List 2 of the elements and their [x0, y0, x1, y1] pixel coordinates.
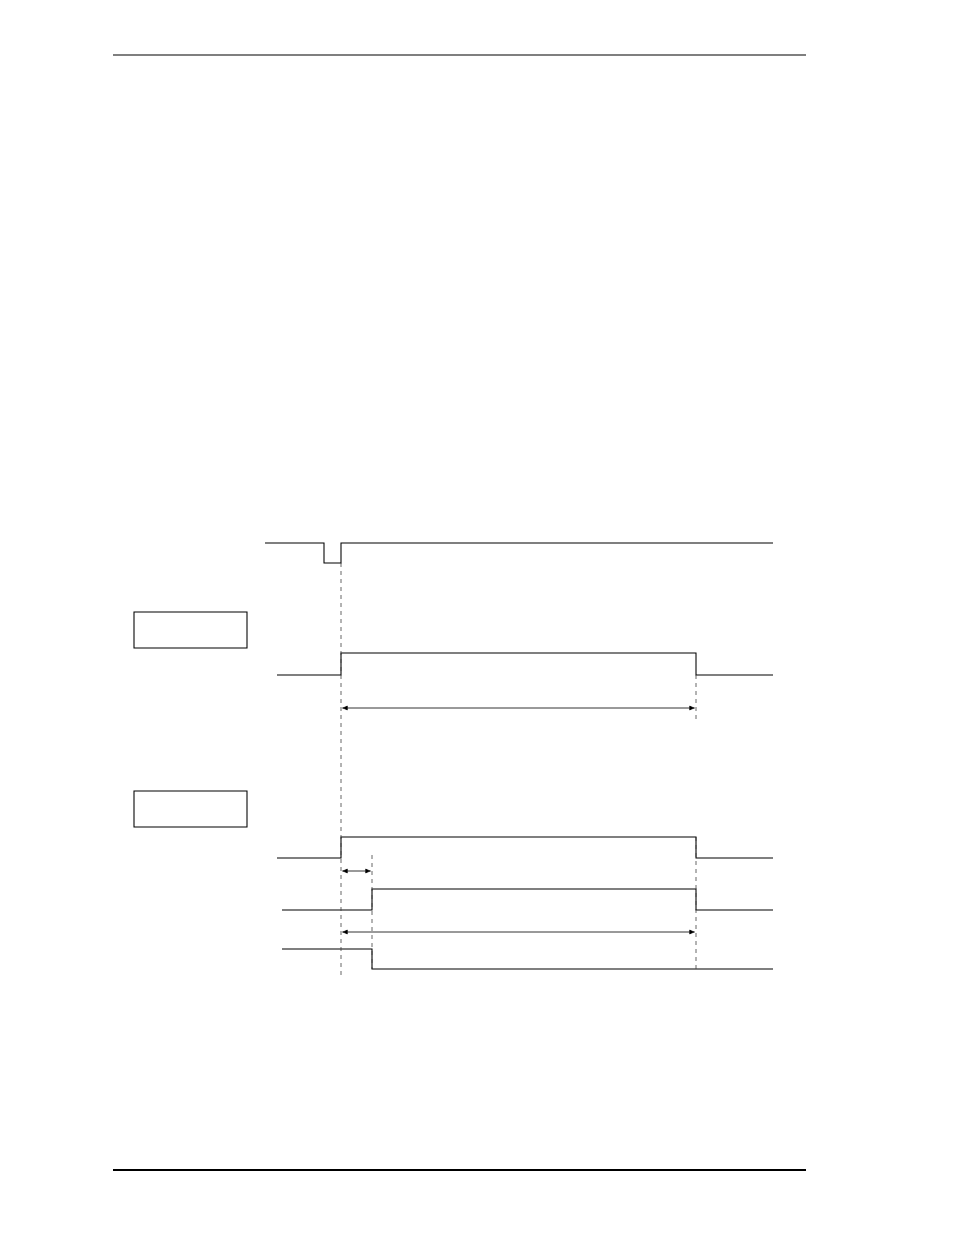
label-box	[133, 790, 248, 828]
label-box	[133, 611, 248, 649]
